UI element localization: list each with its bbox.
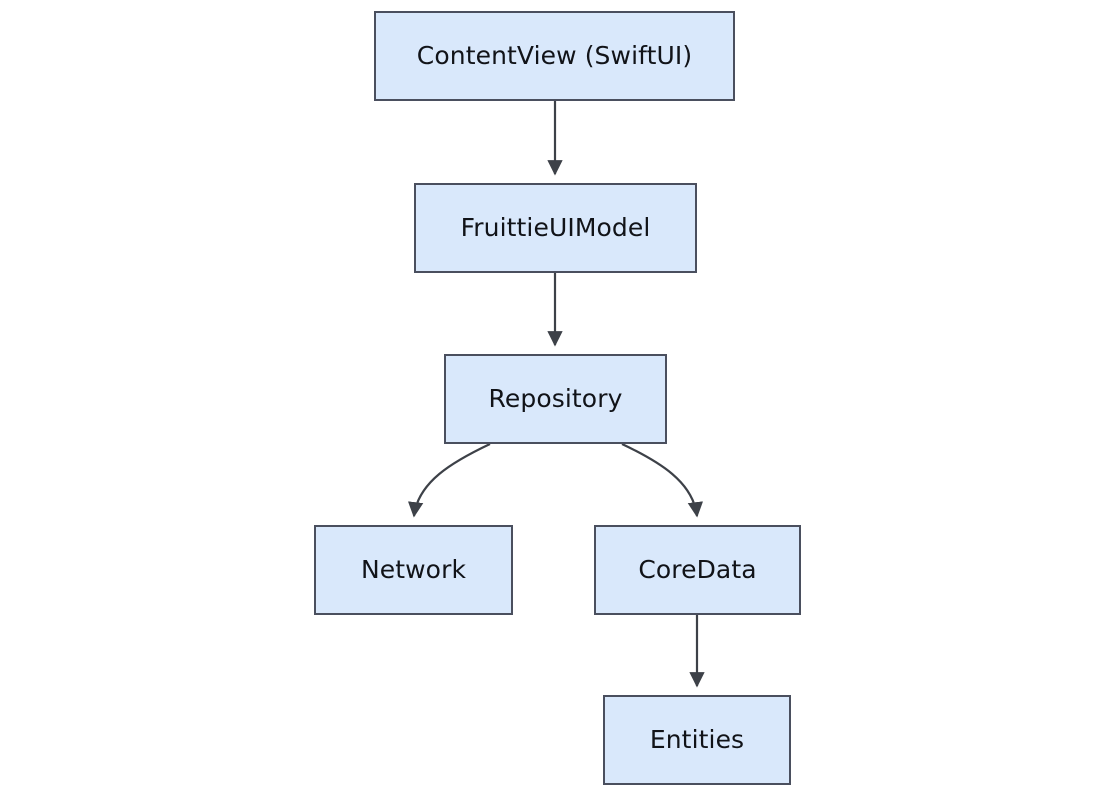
node-fruittieuimodel[interactable]: FruittieUIModel (414, 183, 697, 273)
node-repository-label: Repository (488, 384, 623, 414)
node-entities[interactable]: Entities (603, 695, 791, 785)
node-coredata[interactable]: CoreData (594, 525, 801, 615)
edge-repository-to-network (407, 443, 491, 518)
node-network-label: Network (360, 555, 467, 585)
node-contentview[interactable]: ContentView (SwiftUI) (374, 11, 735, 101)
node-contentview-label: ContentView (SwiftUI) (416, 41, 693, 71)
node-network[interactable]: Network (314, 525, 513, 615)
node-repository[interactable]: Repository (444, 354, 667, 444)
edge-repository-to-coredata (621, 443, 704, 518)
node-fruittieuimodel-label: FruittieUIModel (460, 213, 651, 243)
node-coredata-label: CoreData (638, 555, 757, 585)
node-entities-label: Entities (649, 725, 745, 755)
